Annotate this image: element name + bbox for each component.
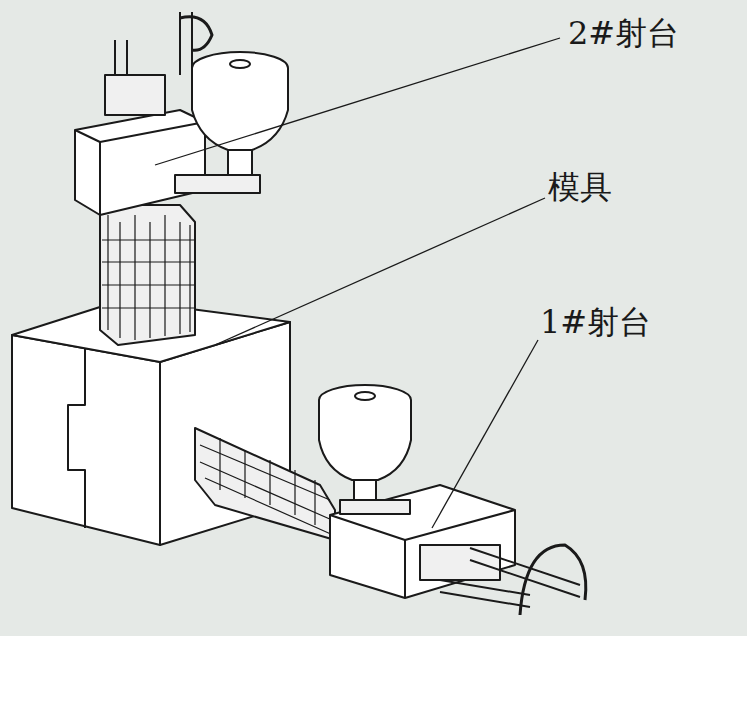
leader-line bbox=[432, 340, 538, 528]
injection-unit-2 bbox=[75, 110, 205, 215]
barrel-1 bbox=[195, 428, 335, 540]
cylinder-2 bbox=[105, 75, 165, 115]
part-label: 2#射台 bbox=[568, 16, 679, 51]
part-label: 模具 bbox=[548, 170, 612, 205]
part-label: 1#射台 bbox=[540, 305, 651, 340]
leader-line bbox=[155, 38, 560, 165]
barrel-2 bbox=[100, 205, 195, 345]
injection-unit-1 bbox=[330, 485, 515, 598]
mould-parting-line bbox=[68, 348, 85, 528]
mould-left-face bbox=[12, 335, 160, 545]
photo-ground bbox=[0, 0, 747, 636]
leader-line bbox=[215, 198, 545, 345]
cylinder-1 bbox=[420, 545, 500, 580]
